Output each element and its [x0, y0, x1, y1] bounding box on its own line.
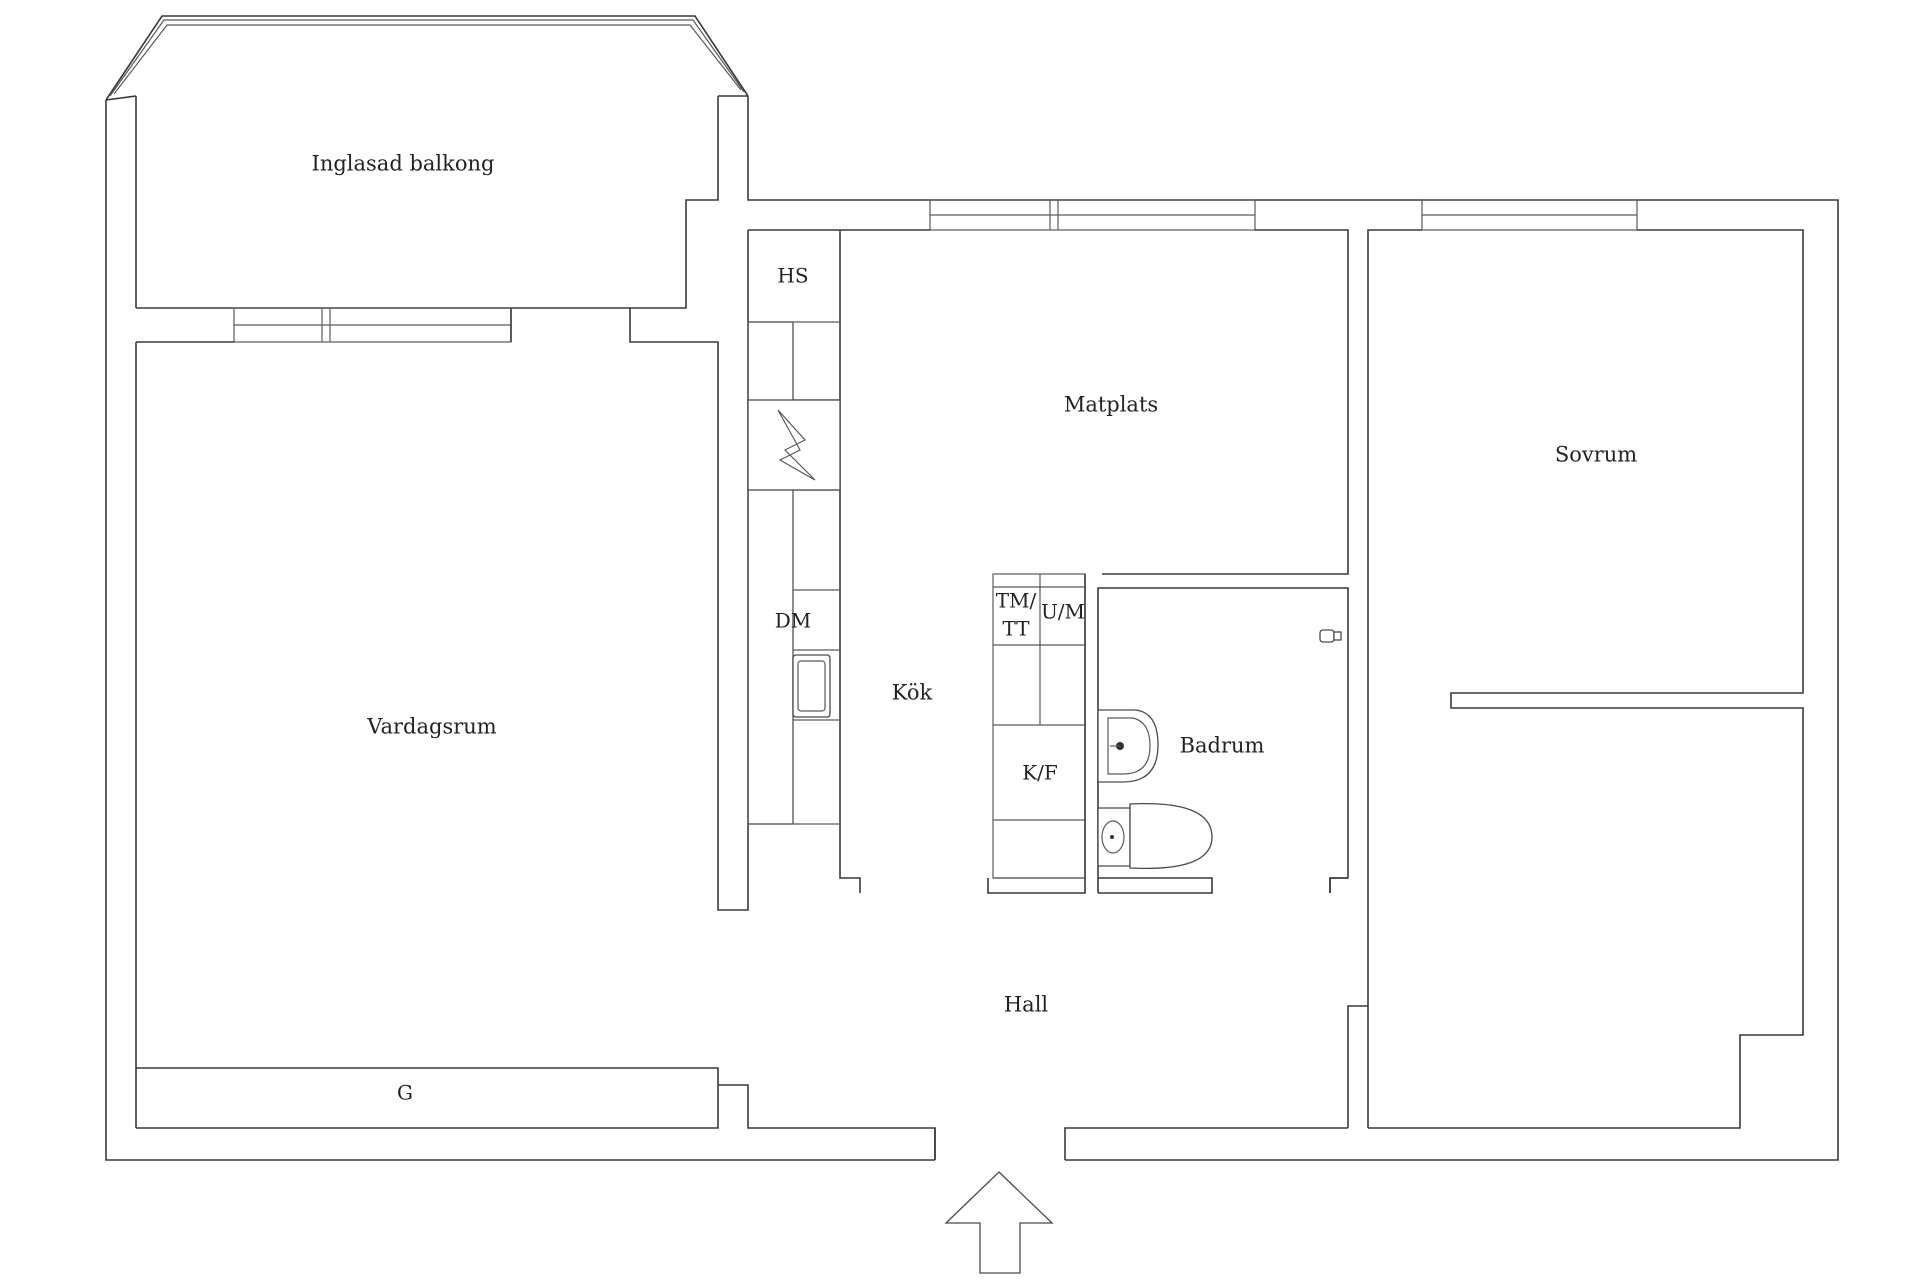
fixture-label-tm: TM/	[996, 589, 1037, 613]
fixture-label-um: U/M	[1041, 600, 1085, 624]
hall: Hall	[934, 993, 1348, 1160]
kitchen: HS DM Matplats Kök	[747, 229, 1349, 893]
arrow-up-icon	[944, 1171, 1054, 1274]
fixture-label-g: G	[397, 1081, 413, 1105]
fixture-label-dm: DM	[775, 609, 812, 633]
room-label-balcony: Inglasad balkong	[312, 152, 495, 176]
fixture-label-kf: K/F	[1022, 761, 1058, 785]
fixture-label-tt: TT	[1002, 617, 1030, 641]
room-label-bathroom: Badrum	[1180, 734, 1265, 758]
windows-top	[929, 199, 1638, 231]
living-room: Vardagsrum G	[136, 230, 936, 1160]
room-label-bedroom: Sovrum	[1555, 443, 1637, 467]
kitchen-sink-icon	[792, 654, 831, 718]
tap-icon	[1319, 629, 1342, 643]
room-label-kitchen: Kök	[892, 681, 933, 705]
bedroom: Sovrum	[1329, 229, 1804, 1129]
room-label-living: Vardagsrum	[366, 715, 497, 739]
washbasin-icon	[1097, 709, 1159, 783]
fixture-label-hs: HS	[777, 264, 808, 288]
room-label-hall: Hall	[1004, 993, 1049, 1017]
appliance-column: TM/ TT U/M K/F	[987, 573, 1086, 894]
outer-walls	[105, 15, 1839, 1161]
room-label-dining: Matplats	[1064, 393, 1158, 417]
balcony: Inglasad balkong	[136, 96, 719, 343]
toilet-icon	[1097, 802, 1213, 870]
bathroom: Badrum	[1097, 587, 1349, 894]
